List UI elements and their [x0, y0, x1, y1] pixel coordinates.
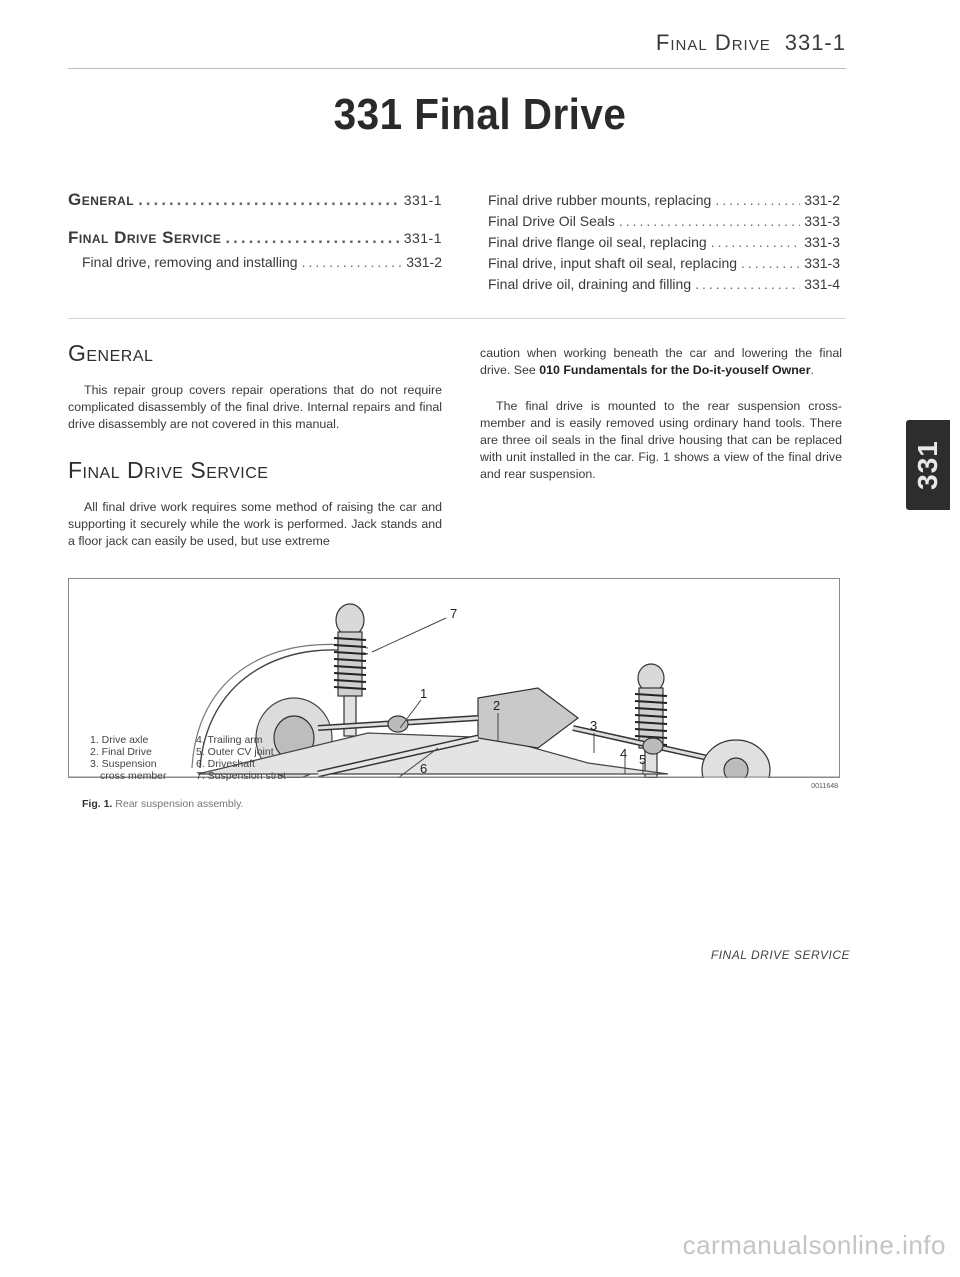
toc-page: 331-1 — [403, 230, 442, 246]
caution-reference[interactable]: 010 Fundamentals for the Do-it-youself O… — [539, 363, 810, 377]
running-header-section: Final Drive — [655, 30, 771, 55]
toc-entry-flange-seal[interactable]: Final drive flange oil seal, replacing 33… — [488, 234, 840, 255]
toc-entry-oil-draining[interactable]: Final drive oil, draining and filling 331… — [488, 276, 840, 297]
caution-ref-part: 010 Fundamentals for the Do-it-yousel — [539, 363, 765, 377]
toc-label: Final drive, removing and installing — [82, 254, 298, 270]
section-tab-label: 331 — [912, 440, 943, 490]
legend-item: 6. Driveshaft — [196, 758, 255, 770]
right-strut — [634, 663, 668, 778]
callout-3: 3 — [590, 718, 597, 733]
callout-7: 7 — [450, 606, 457, 621]
toc-leader — [715, 192, 800, 208]
toc-page: 331-3 — [804, 255, 840, 271]
watermark: carmanualsonline.info — [682, 1230, 946, 1260]
callout-2: 2 — [493, 698, 500, 713]
caption-text: Rear suspension assembly. — [115, 798, 244, 810]
callouts: 7 2 1 3 4 5 6 — [420, 606, 646, 776]
toc-leader — [695, 276, 800, 292]
toc-leader — [619, 213, 800, 229]
service-heading: Final Drive Service — [68, 457, 269, 483]
figure-caption: Fig. 1. Rear suspension assembly. — [82, 798, 243, 810]
general-paragraph: This repair group covers repair operatio… — [68, 383, 442, 431]
suspension-drawing — [191, 603, 771, 778]
toc-label: Final drive rubber mounts, replacing — [488, 192, 712, 208]
caution-end: . — [810, 363, 814, 377]
chapter-title: 331 Final Drive — [333, 90, 627, 139]
toc-leader — [138, 190, 400, 210]
callout-5: 5 — [639, 752, 646, 767]
toc-entry-final-drive-service[interactable]: Final Drive Service 331-1 — [68, 228, 442, 254]
section-rule — [68, 318, 846, 319]
toc-page: 331-2 — [406, 254, 442, 270]
callout-1: 1 — [420, 686, 427, 701]
section-tab[interactable]: 331 — [906, 420, 950, 510]
legend-item: 3. Suspension — [90, 758, 157, 770]
toc-label: Final drive oil, draining and filling — [488, 276, 692, 292]
toc-label: Final drive, input shaft oil seal, repla… — [488, 255, 738, 271]
toc-page: 331-3 — [804, 234, 840, 250]
legend-item: 4. Trailing arm — [196, 734, 263, 746]
callout-6: 6 — [420, 761, 427, 776]
legend-item: 7. Suspension strut — [196, 770, 286, 782]
figure-legend-left: 1. Drive axle 2. Final Drive 3. Suspensi… — [90, 734, 167, 782]
general-heading: General — [68, 340, 154, 366]
header-rule — [68, 68, 846, 69]
running-header: Final Drive 331-1 — [656, 30, 846, 56]
rear-suspension-illustration: 7 2 1 3 4 5 6 — [68, 578, 840, 778]
toc-label: Final Drive Service — [68, 228, 222, 247]
caption-label: Fig. 1. — [82, 798, 113, 810]
toc-leader — [302, 254, 403, 270]
service-paragraph-2: The final drive is mounted to the rear s… — [480, 399, 842, 481]
toc-left: General 331-1 Final Drive Service 331-1 Fi… — [68, 190, 442, 275]
toc-leader — [711, 234, 801, 250]
toc-label: Final Drive Oil Seals — [488, 213, 615, 229]
toc-page: 331-1 — [403, 192, 442, 208]
toc-entry-general[interactable]: General 331-1 — [68, 190, 442, 216]
service-paragraph-1: All final drive work requires some metho… — [68, 500, 442, 548]
toc-page: 331-2 — [804, 192, 840, 208]
toc-page: 331-3 — [804, 213, 840, 229]
toc-entry-rubber-mounts[interactable]: Final drive rubber mounts, replacing 331-… — [488, 192, 840, 213]
toc-right: Final drive rubber mounts, replacing 331-… — [488, 192, 840, 297]
figure-legend-right: 4. Trailing arm 5. Outer CV joint 6. Dri… — [196, 734, 286, 782]
toc-entry-input-shaft-seal[interactable]: Final drive, input shaft oil seal, repla… — [488, 255, 840, 276]
caution-text: caution when working beneath the car and… — [480, 346, 842, 377]
toc-label: General — [68, 190, 135, 209]
legend-item: cross member — [100, 770, 167, 782]
toc-leader — [225, 228, 399, 248]
running-header-page: 331-1 — [784, 30, 846, 55]
legend-item: 5. Outer CV joint — [196, 746, 274, 758]
footer-section-name: FINAL DRIVE SERVICE — [710, 948, 850, 962]
figure-bottom-edge — [68, 776, 840, 778]
caution-paragraph: caution when working beneath the car and… — [480, 345, 842, 379]
toc-leader — [741, 255, 800, 271]
toc-entry-removing-installing[interactable]: Final drive, removing and installing 331-… — [68, 254, 442, 275]
legend-item: 2. Final Drive — [90, 746, 152, 758]
legend-item: 1. Drive axle — [90, 734, 149, 746]
toc-label: Final drive flange oil seal, replacing — [488, 234, 707, 250]
caution-ref-tail: f Owner — [764, 363, 811, 377]
callout-4: 4 — [620, 746, 627, 761]
toc-page: 331-4 — [804, 276, 840, 292]
figure-code: 0011648 — [811, 783, 838, 790]
toc-entry-oil-seals[interactable]: Final Drive Oil Seals 331-3 — [488, 213, 840, 234]
